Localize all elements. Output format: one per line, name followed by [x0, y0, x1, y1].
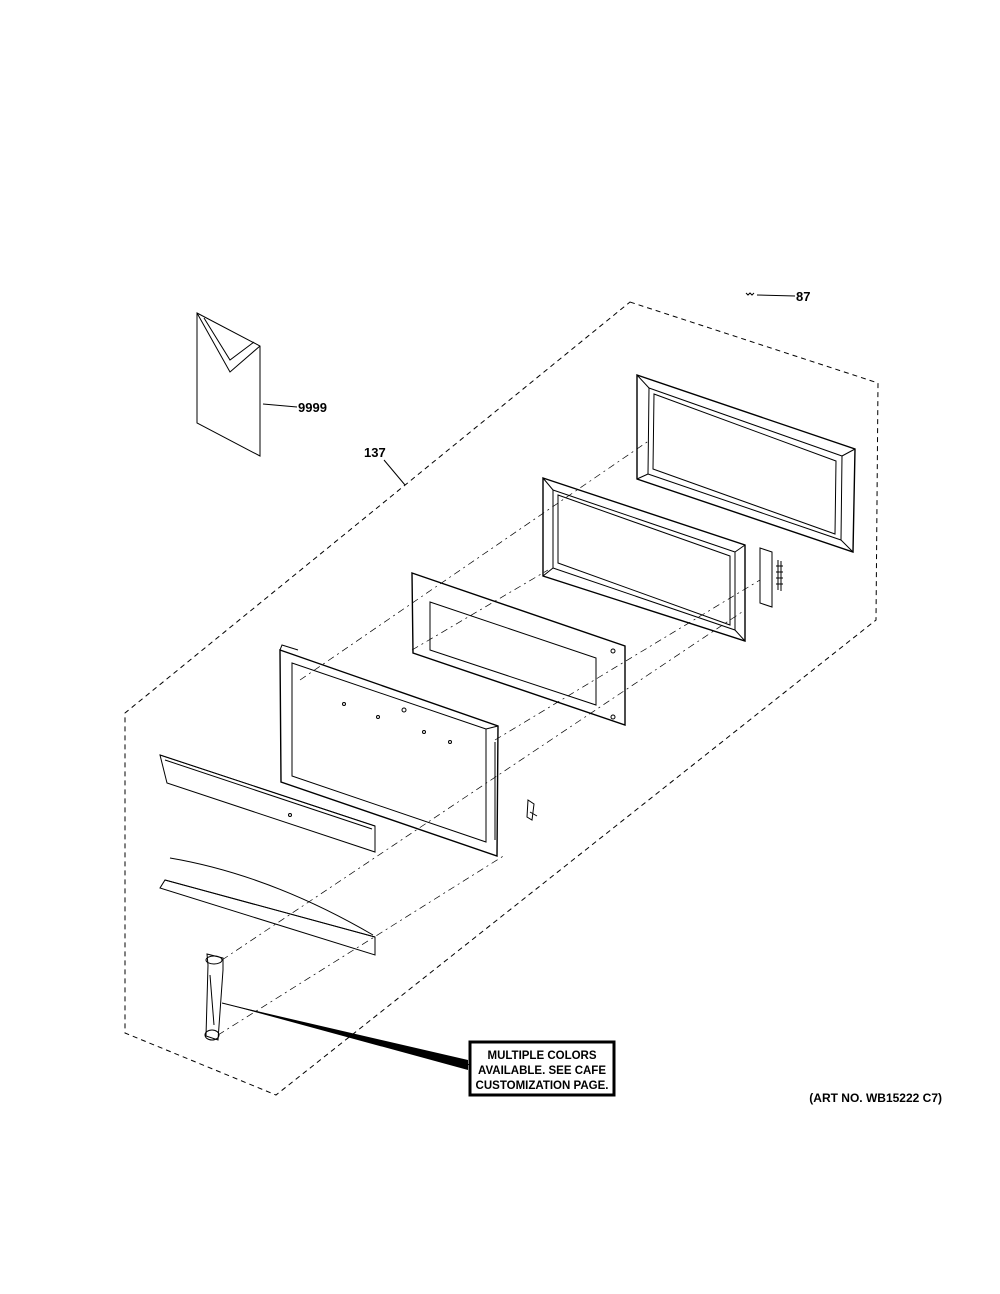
part-87-label: 87 [796, 289, 810, 304]
hinge-bracket [759, 547, 783, 608]
lower-trim-strip [159, 857, 376, 956]
color-callout-box: MULTIPLE COLORS AVAILABLE. SEE CAFE CUST… [468, 1040, 616, 1097]
middle-door-frame [542, 477, 746, 642]
callout-leader [221, 1002, 471, 1070]
latch-part [526, 799, 538, 821]
upper-trim-strip [159, 754, 376, 853]
front-door-panel [279, 644, 499, 857]
callout-line-3: CUSTOMIZATION PAGE. [476, 1080, 609, 1092]
part-137-label: 137 [364, 445, 386, 460]
art-number: (ART NO. WB15222 C7) [809, 1091, 942, 1105]
part-9999-envelope [196, 312, 298, 457]
alignment-lines [217, 439, 761, 1036]
part-9999-label: 9999 [298, 400, 327, 415]
door-handle [204, 953, 224, 1041]
callout-line-2: AVAILABLE. SEE CAFE [478, 1065, 606, 1077]
assembly-boundary [124, 301, 879, 1096]
part-137-leader [383, 459, 406, 486]
rear-door-frame [636, 374, 856, 553]
part-87-screw [745, 292, 796, 297]
callout-line-1: MULTIPLE COLORS [487, 1050, 596, 1062]
glass-panel [411, 572, 626, 726]
